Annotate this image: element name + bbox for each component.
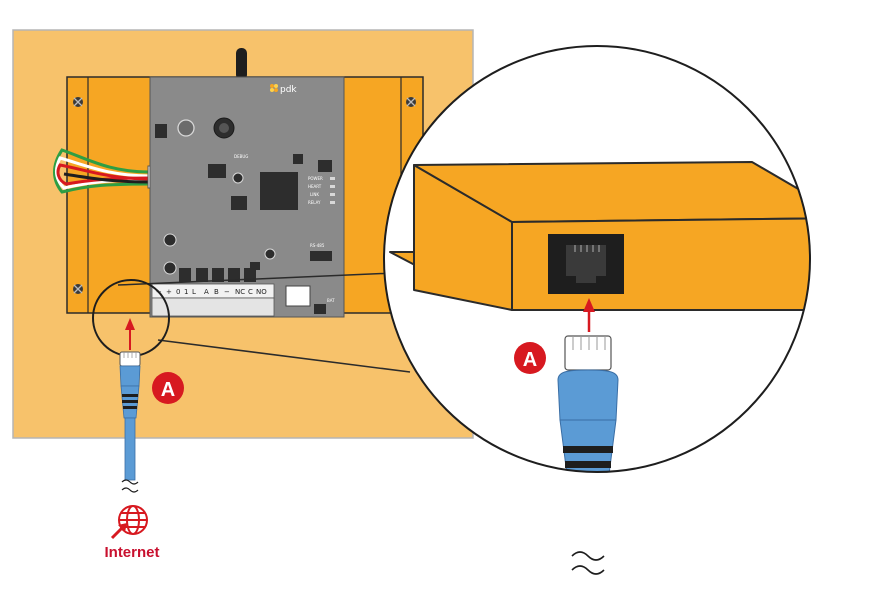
antenna: [236, 48, 247, 80]
brand-logo-icon: [270, 84, 278, 92]
insert-arrow-left: [125, 318, 135, 350]
terminal-label: NO: [256, 288, 267, 296]
magnified-view: [383, 45, 811, 473]
terminal-label: −: [224, 288, 230, 296]
rs485-label: RS-485: [310, 243, 325, 248]
main-chip: [260, 172, 298, 210]
terminal-label: 0: [176, 288, 180, 296]
led-label: RELAY: [308, 200, 321, 205]
terminal-label: C: [248, 288, 253, 296]
internet-label: Internet: [104, 544, 159, 561]
board-component: [155, 124, 167, 138]
terminal-label: +: [166, 288, 172, 296]
marker-badge-left: A: [152, 372, 184, 404]
battery-connector: [314, 304, 326, 314]
rj45-port: [548, 234, 624, 294]
ethernet-cable-left: [119, 351, 141, 493]
zoom-line: [157, 339, 411, 373]
board-component: [232, 172, 244, 184]
board-component: [318, 160, 332, 172]
zoom-line: [117, 272, 395, 286]
led-label: HEART: [308, 184, 322, 189]
led-label: POWER: [308, 176, 323, 181]
screw-icon: [73, 284, 83, 294]
led-label: LINK: [310, 192, 319, 197]
board-brand: pdk: [280, 85, 297, 95]
terminal-label: L: [192, 288, 196, 296]
wire-harness: [53, 148, 151, 194]
rs485-header: [310, 251, 332, 261]
screw-icon: [406, 97, 416, 107]
terminal-block: − + 0 1 L A B − NC C NO: [151, 283, 275, 317]
board-component: [208, 164, 226, 178]
cable-break-mark: [571, 551, 605, 575]
board-component: [264, 248, 276, 260]
ethernet-cable-right: [557, 335, 619, 472]
marker-letter: A: [523, 349, 537, 371]
board-component: [231, 196, 247, 210]
ethernet-port: [285, 285, 311, 307]
globe-arrow-icon: [110, 505, 148, 540]
debug-label: DEBUG: [234, 154, 248, 159]
board-component: [177, 119, 195, 137]
marker-letter: A: [161, 379, 175, 401]
marker-badge-right: A: [514, 342, 546, 374]
terminal-label: NC: [235, 288, 245, 296]
board-component: [250, 262, 260, 270]
controller-board: pdk DEBUG POWER HEART LINK RELAY: [149, 76, 345, 318]
screw-icon: [73, 97, 83, 107]
board-component: [293, 154, 303, 164]
bat-label: BAT: [327, 298, 335, 303]
terminal-label: B: [214, 288, 219, 296]
status-leds: [330, 177, 335, 204]
insert-arrow-right: [583, 298, 595, 332]
terminal-label: A: [204, 288, 209, 296]
terminal-label: 1: [184, 288, 188, 296]
board-component: [219, 123, 229, 133]
magnified-enclosure: [389, 161, 810, 311]
board-component: [163, 261, 177, 275]
board-component: [163, 233, 177, 247]
